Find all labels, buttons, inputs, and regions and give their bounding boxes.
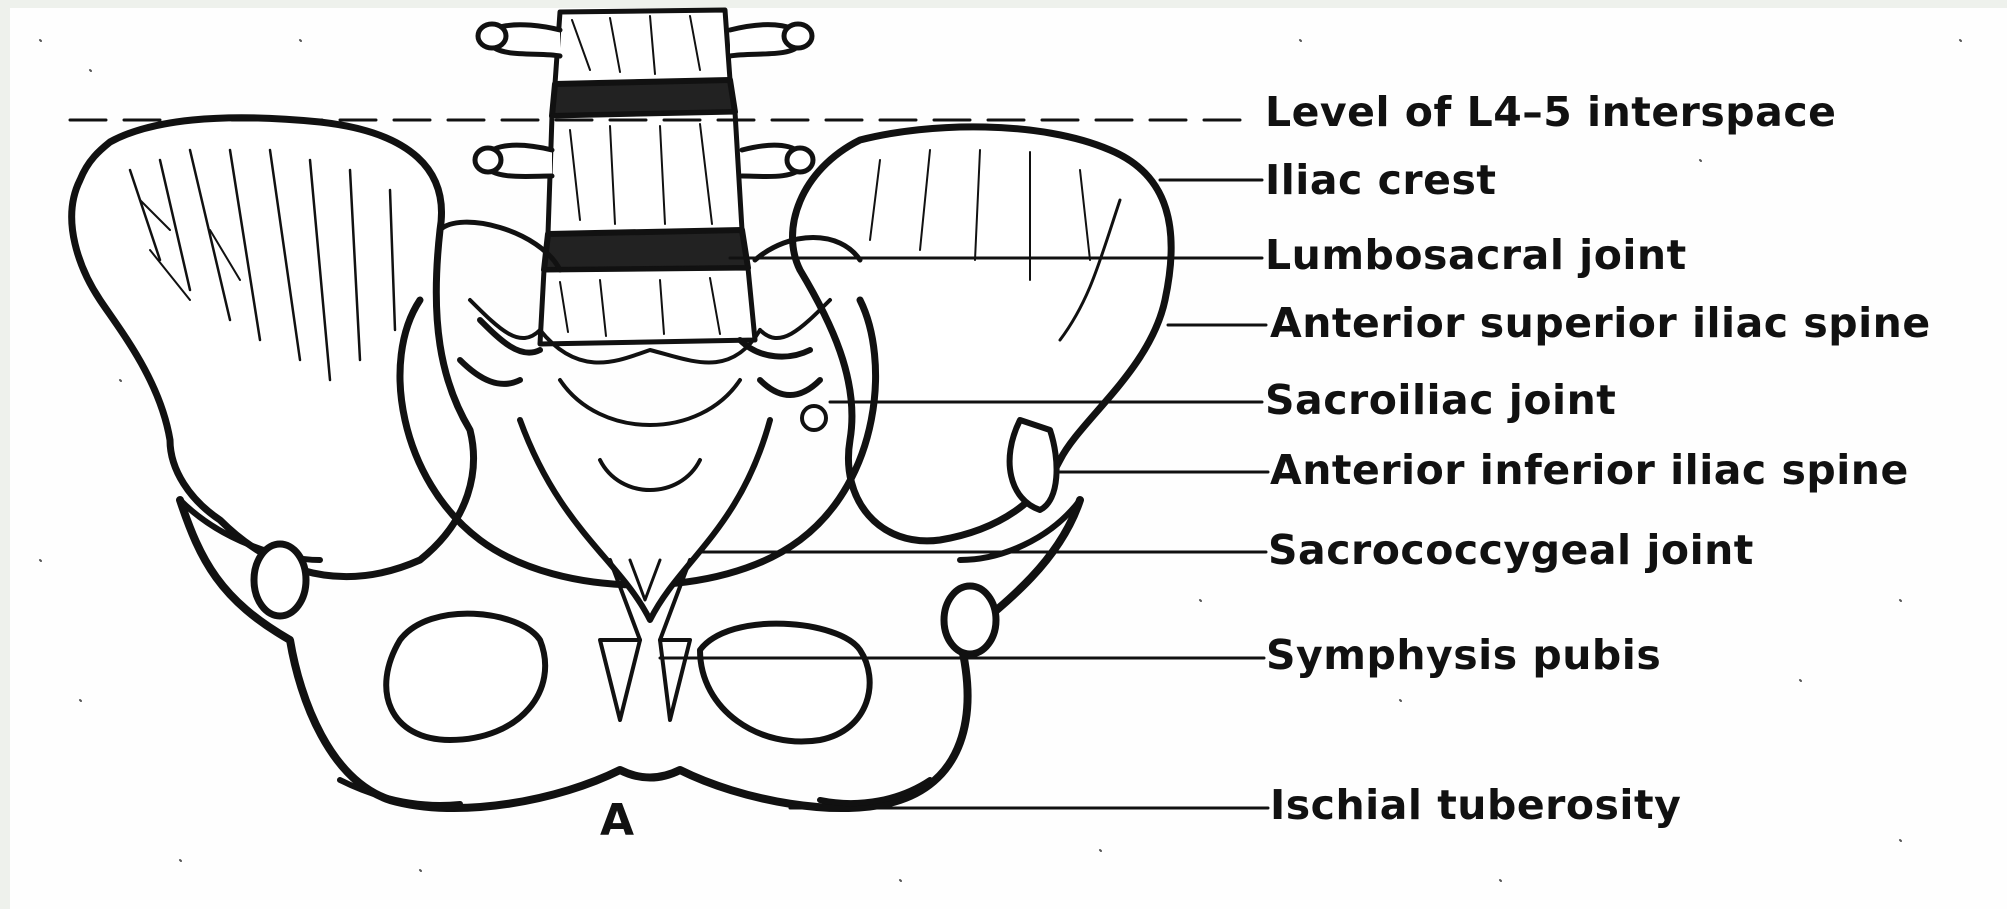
label-anterior-inferior-iliac-spine: Anterior inferior iliac spine [1270,450,1909,491]
label-ischial-tuberosity: Ischial tuberosity [1270,785,1681,826]
label-sacrococcygeal-joint: Sacrococcygeal joint [1268,530,1754,571]
label-iliac-crest: Iliac crest [1265,160,1496,201]
left-ilium [72,118,474,577]
label-sacroiliac-joint: Sacroiliac joint [1265,380,1616,421]
label-symphysis-pubis: Symphysis pubis [1266,635,1661,676]
panel-letter: A [600,795,634,846]
label-anterior-superior-iliac-spine: Anterior superior iliac spine [1270,303,1931,344]
label-l4-5-interspace: Level of L4–5 interspace [1265,92,1836,133]
label-lumbosacral-joint: Lumbosacral joint [1265,235,1687,276]
lumbar-spine [475,10,813,344]
